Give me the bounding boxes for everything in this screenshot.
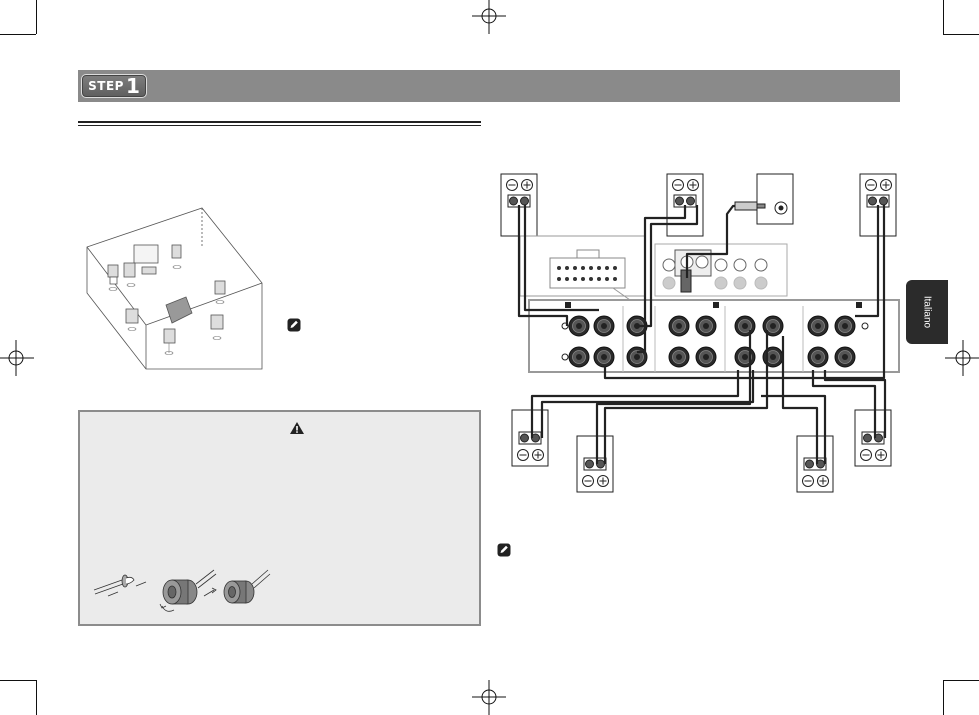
crop-mark bbox=[0, 34, 36, 35]
crop-mark bbox=[943, 0, 944, 34]
speaker-terminal-wiring-illustration bbox=[93, 569, 271, 612]
surround-back-left-speaker bbox=[576, 435, 614, 493]
step-word: STEP bbox=[88, 79, 124, 93]
warning-triangle-icon bbox=[290, 422, 304, 434]
section-rule-thin bbox=[78, 125, 481, 126]
subwoofer-rca-plug bbox=[734, 201, 766, 211]
step-badge: STEP 1 bbox=[81, 74, 147, 98]
warning-box bbox=[78, 410, 481, 626]
crop-mark bbox=[943, 34, 979, 35]
speaker-terminal-panel bbox=[528, 299, 900, 373]
step-header-band: STEP 1 bbox=[78, 70, 900, 102]
section-rule bbox=[78, 121, 481, 123]
crop-mark bbox=[943, 680, 944, 715]
note-pencil-icon bbox=[497, 543, 511, 557]
crop-mark bbox=[0, 680, 36, 681]
crop-mark bbox=[36, 0, 37, 34]
note-pencil-icon bbox=[287, 318, 301, 332]
speaker-wiring-diagram bbox=[500, 173, 900, 493]
language-tab-label: Italiano bbox=[921, 295, 933, 329]
crop-mark bbox=[943, 680, 979, 681]
subwoofer bbox=[756, 173, 794, 225]
room-speaker-layout-illustration bbox=[86, 207, 263, 370]
preout-panel bbox=[654, 243, 788, 297]
language-tab: Italiano bbox=[906, 280, 948, 344]
speaker-cables bbox=[517, 204, 887, 464]
receiver-top-view bbox=[519, 235, 646, 301]
step-number: 1 bbox=[125, 74, 140, 98]
surround-back-right-speaker bbox=[796, 435, 834, 493]
crop-mark bbox=[36, 680, 37, 715]
